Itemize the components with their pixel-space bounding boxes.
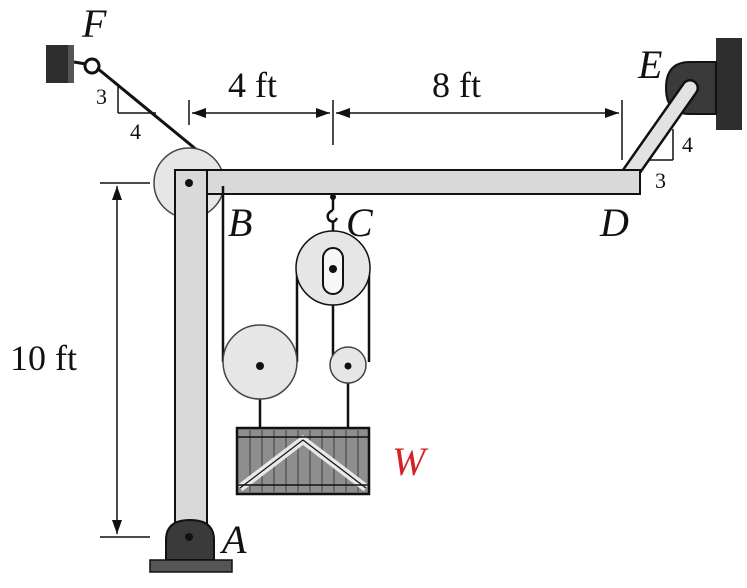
- slope-triangle-cable-f: 3 4: [96, 84, 156, 144]
- wall-support-f: [46, 45, 101, 83]
- slope-rise-f: 3: [96, 84, 107, 109]
- dimension-4ft-label: 4 ft: [228, 65, 277, 105]
- label-b: B: [228, 200, 252, 245]
- slope-triangle-link-de: 4 3: [650, 129, 693, 193]
- crate-w: [235, 426, 371, 496]
- label-d: D: [599, 200, 629, 245]
- dimension-10ft-label: 10 ft: [10, 338, 77, 378]
- label-f: F: [81, 1, 107, 46]
- label-e: E: [637, 42, 662, 87]
- dimension-10ft: [100, 182, 150, 538]
- label-c: C: [346, 200, 374, 245]
- dimension-8ft: [336, 100, 623, 160]
- pin-support-a: [149, 518, 233, 573]
- slope-run-f: 4: [130, 119, 141, 144]
- cable-f-b: [96, 66, 204, 157]
- pulley-lower-large: [222, 324, 298, 400]
- label-a: A: [219, 517, 247, 562]
- slope-run-de: 3: [655, 168, 666, 193]
- dimension-4ft: [188, 100, 334, 145]
- pulley-lower-small: [329, 346, 367, 384]
- slope-rise-de: 4: [682, 132, 693, 157]
- hook-c: [326, 194, 339, 223]
- pulley-upper-c: [295, 230, 371, 306]
- label-w: W: [392, 439, 429, 484]
- frame-abd: [174, 169, 641, 536]
- dimension-8ft-label: 8 ft: [432, 65, 481, 105]
